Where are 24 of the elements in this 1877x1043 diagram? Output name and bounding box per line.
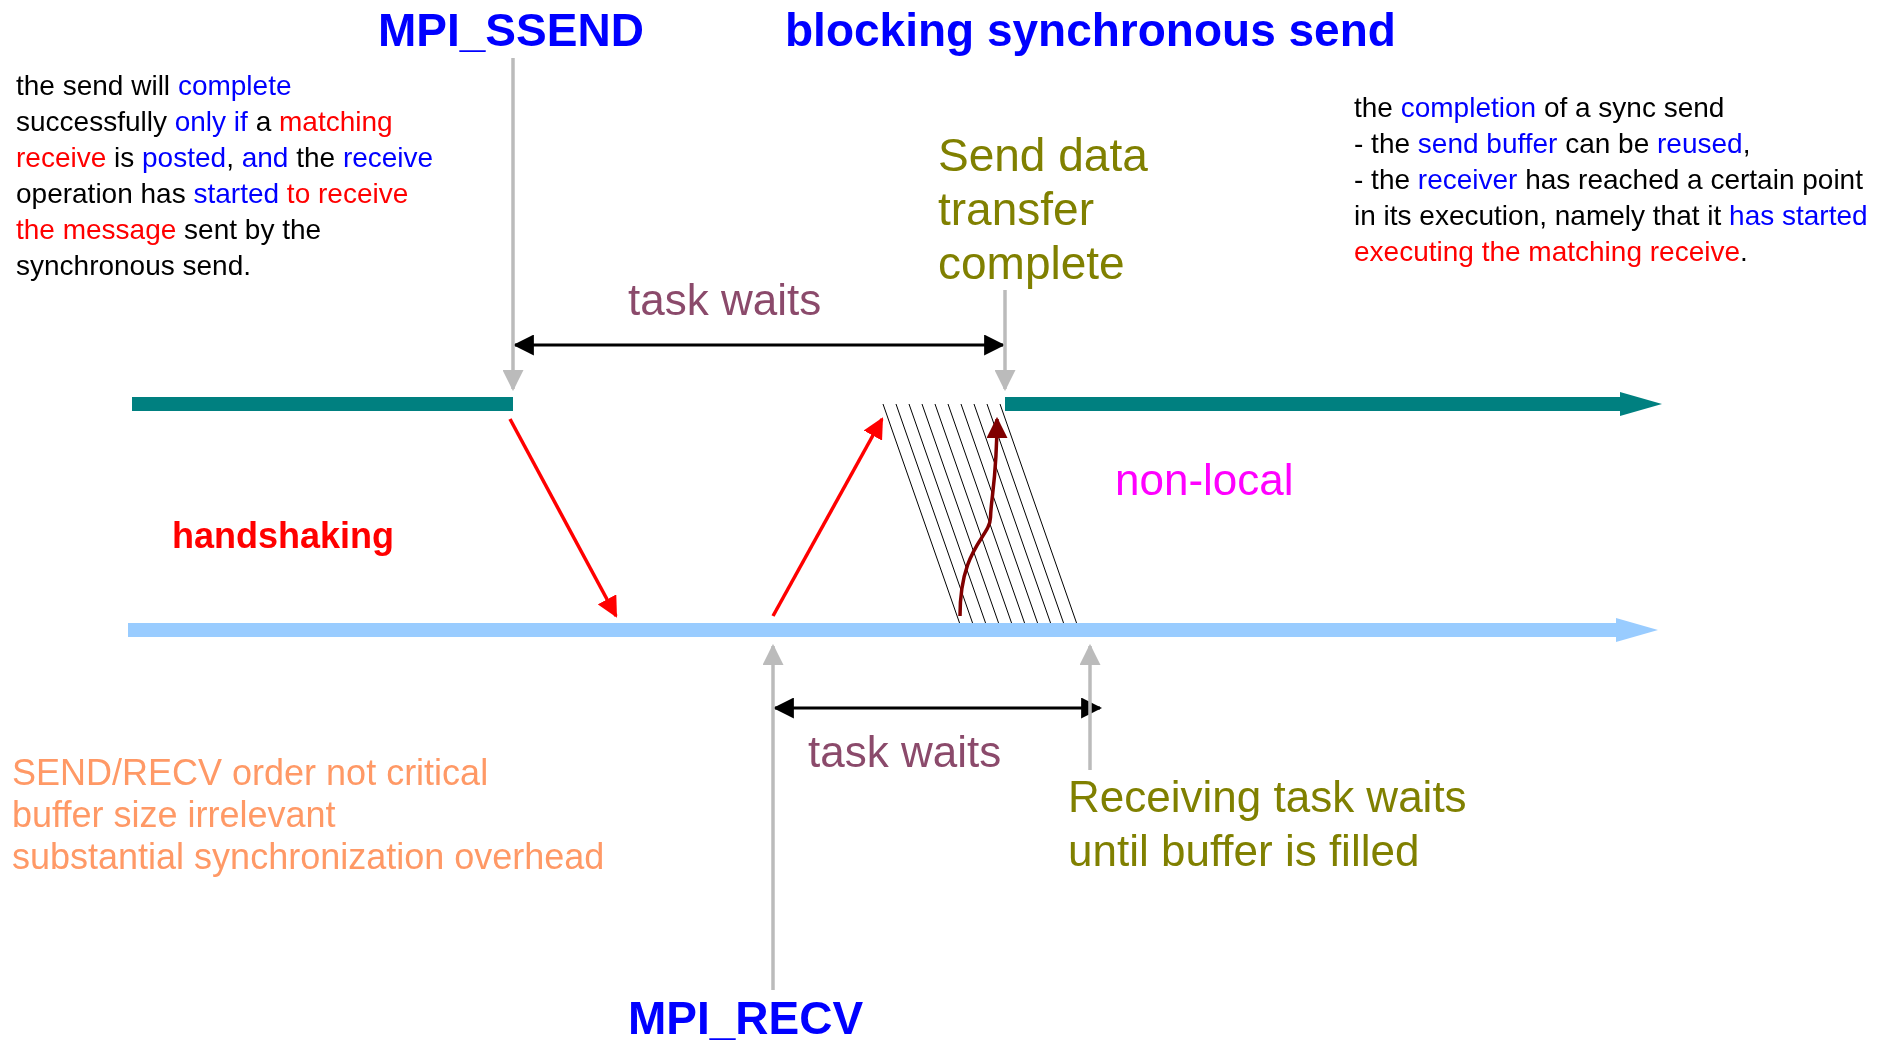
function-name: MPI_RECV — [628, 990, 864, 1043]
arrow — [502, 58, 524, 392]
note-text: buffer size irrelevant — [12, 794, 336, 836]
function-name: MPI_SSEND — [378, 2, 644, 58]
description-text: the send will complete successfully only if a matching receive is posted, and the receive operation has started to receive the message sent by the synchronous send. — [16, 69, 435, 283]
diagram-title: blocking synchronous send — [785, 3, 1396, 58]
note-text: SEND/RECV order not critical — [12, 752, 489, 794]
phase-label: non-local — [1115, 454, 1294, 506]
annotation-text: Send data transfer complete — [938, 128, 1188, 290]
sender-timeline — [132, 389, 1662, 419]
description-text: - the receiver has reached a certain point in its execution, namely that it has started executing the matching receive. — [1354, 163, 1869, 269]
arrow — [1079, 643, 1101, 770]
arrow — [958, 416, 1008, 617]
description-text: the completion of a sync send — [1354, 91, 1725, 125]
arrow — [771, 417, 884, 617]
arrow — [508, 418, 618, 618]
arrow — [762, 643, 784, 990]
arrow — [994, 290, 1016, 392]
phase-label: handshaking — [172, 514, 395, 558]
duration-label: task waits — [808, 726, 1002, 778]
description-text: - the send buffer can be reused, — [1354, 127, 1751, 161]
duration-label: task waits — [628, 274, 822, 326]
annotation-text: Receiving task waits until buffer is filled — [1068, 770, 1528, 878]
note-text: substantial synchronization overhead — [12, 836, 605, 878]
